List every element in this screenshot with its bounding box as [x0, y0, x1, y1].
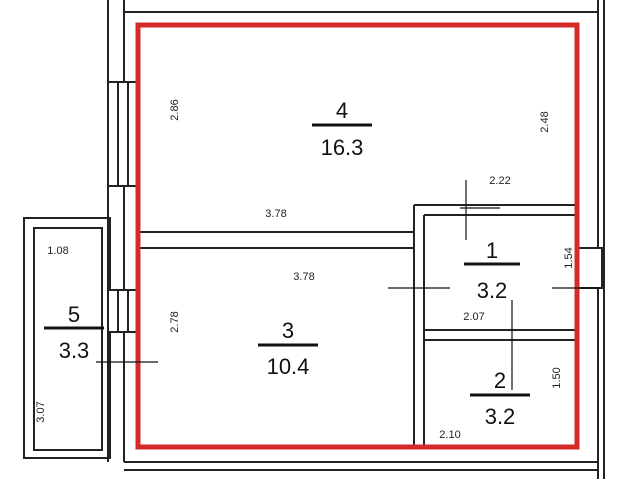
windows	[107, 81, 603, 333]
room-number-bars	[44, 123, 530, 397]
room-3-number: 3	[282, 318, 294, 343]
room-1-number: 1	[486, 238, 498, 263]
dim-r3-width: 3.78	[293, 271, 314, 283]
room-2-area: 3.2	[485, 404, 516, 429]
room-3-area: 10.4	[267, 354, 310, 379]
room-4-number: 4	[336, 98, 348, 123]
leader-lines	[96, 180, 600, 390]
walls	[23, 0, 605, 479]
room-1-area: 3.2	[477, 278, 508, 303]
dim-r1-width-bottom: 2.07	[463, 311, 484, 323]
dim-r5-height: 3.07	[35, 401, 47, 422]
room-4-area: 16.3	[321, 135, 364, 160]
dim-r5-width: 1.08	[47, 245, 68, 257]
room-2-number: 2	[494, 368, 506, 393]
apartment-outline	[135, 22, 580, 450]
dim-r4-height-right: 2.48	[539, 111, 551, 132]
dim-r2-height: 1.50	[551, 367, 563, 388]
room-5-number: 5	[68, 302, 80, 327]
dim-r2-width: 2.10	[439, 429, 460, 441]
dim-r4-width: 3.78	[265, 208, 286, 220]
dim-r1-height: 1.54	[563, 247, 575, 268]
dim-r1-width-top: 2.22	[489, 175, 510, 187]
dim-r3-height: 2.78	[169, 311, 181, 332]
room-5-area: 3.3	[59, 338, 90, 363]
dim-r4-height: 2.86	[169, 99, 181, 120]
